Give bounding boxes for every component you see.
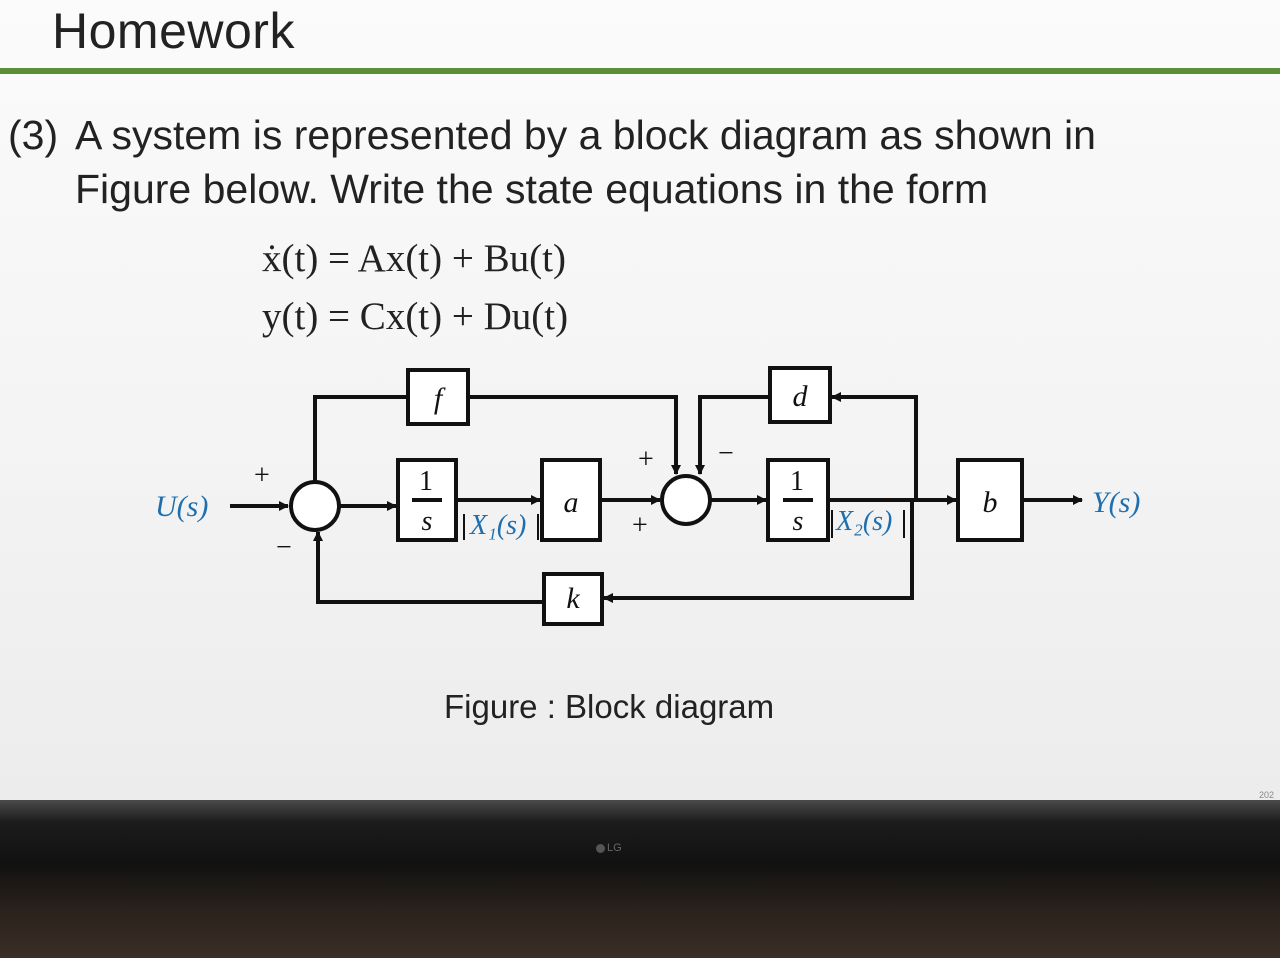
d-block-label: d [793, 380, 809, 413]
k-input-path [603, 500, 914, 603]
monitor-bezel [0, 800, 1280, 958]
input-label: U(s) [155, 490, 208, 523]
monitor-brand: LG [607, 842, 622, 854]
x1-state-label: X₁(s) [469, 510, 526, 541]
d-output-path [695, 395, 770, 475]
page-number: 202 [1258, 790, 1274, 800]
f-output-path [468, 395, 681, 475]
d-input-path [831, 392, 918, 500]
f-input-path [313, 395, 406, 482]
problem-text-line2: Figure below. Write the state equations … [75, 166, 989, 212]
k-block [542, 572, 604, 626]
output-equation: y(t) = Cx(t) + Du(t) [262, 295, 569, 338]
f-block [406, 368, 470, 426]
sum2-top-plus-sign: + [638, 444, 654, 475]
k-output-path [313, 531, 544, 604]
slide: Homework (3) A system is represented by … [0, 0, 1280, 800]
a-block [540, 458, 602, 542]
title-divider [0, 68, 1280, 74]
k-block-label: k [566, 582, 580, 615]
problem-text-line1: A system is represented by a block diagr… [75, 112, 1096, 158]
sum1-plus-sign: + [254, 460, 270, 491]
lg-logo-icon [596, 843, 605, 853]
summing-junction-2 [660, 474, 712, 526]
integrator-2-numerator: 1 [790, 466, 804, 497]
block-diagram: U(s) Y(s) + − + − + 1 s 1 s a f d k b X₁… [155, 366, 1140, 626]
a-block-label: a [564, 486, 579, 519]
problem-number: (3) [8, 112, 59, 158]
integrator-1-denominator: s [422, 506, 433, 537]
d-block [768, 366, 832, 424]
monitor-logo: LG [596, 842, 622, 854]
output-label: Y(s) [1092, 486, 1140, 519]
x2-state-label: X₂(s) [835, 506, 892, 537]
summing-junction-1 [289, 480, 341, 532]
integrator-2-denominator: s [793, 506, 804, 537]
sum2-top-minus-sign: − [718, 438, 734, 469]
figure-caption: Figure : Block diagram [444, 688, 775, 725]
integrator-1-numerator: 1 [419, 466, 433, 497]
b-block-label: b [983, 486, 998, 519]
sum2-bottom-plus-sign: + [632, 510, 648, 541]
state-equation: ẋ(t) = Ax(t) + Bu(t) [262, 237, 566, 280]
sum1-minus-sign: − [276, 532, 292, 563]
slide-title: Homework [52, 3, 295, 59]
